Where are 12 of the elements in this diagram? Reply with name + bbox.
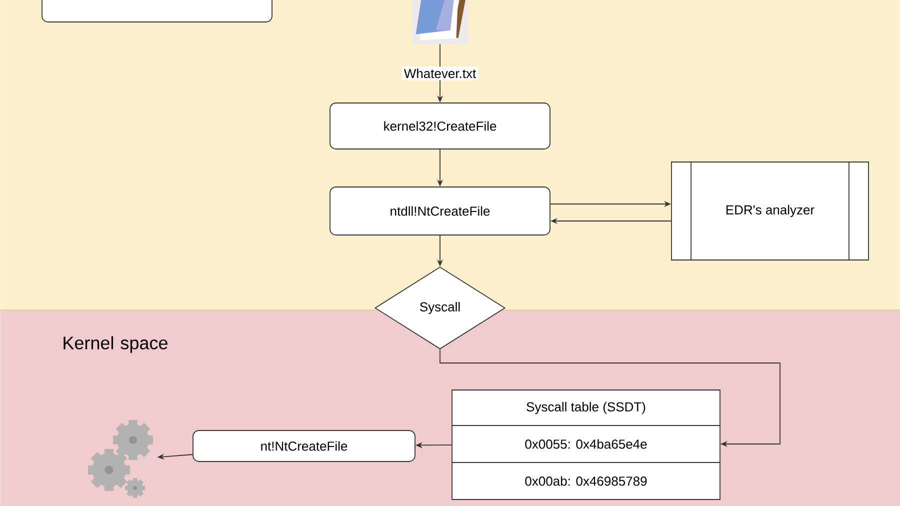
table-row: 0x00ab: 0x46985789: [452, 462, 720, 500]
arrow: [440, 349, 780, 448]
picture: [88, 420, 153, 498]
table-row: Syscall table (SSDT): [452, 390, 720, 426]
table-row: 0x0055: 0x4ba65e4e: [452, 425, 720, 463]
picture: [412, 0, 468, 44]
edge-label: Whatever.txt: [402, 66, 478, 80]
subprocess-box: EDR's analyzer: [671, 161, 869, 261]
process-box: [42, 0, 272, 22]
process-box: kernel32!CreateFile: [330, 102, 550, 150]
process-box: nt!NtCreateFile: [192, 430, 416, 462]
process-box: ntdll!NtCreateFile: [330, 186, 550, 236]
